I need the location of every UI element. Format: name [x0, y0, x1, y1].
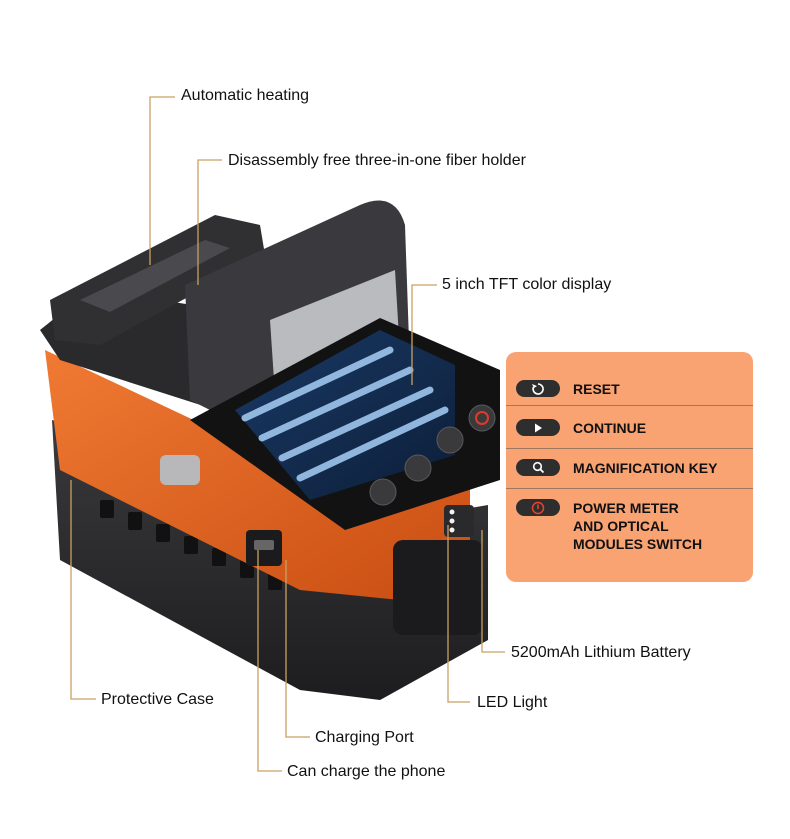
orange-housing — [45, 350, 470, 600]
legend-label-magnification: MAGNIFICATION KEY — [573, 460, 718, 476]
callout-led-light: LED Light — [477, 694, 548, 711]
hinge — [160, 455, 200, 485]
callout-fiber-holder: Disassembly free three-in-one fiber hold… — [228, 152, 526, 169]
search-icon — [516, 459, 560, 476]
reset-icon — [516, 380, 560, 397]
led-light — [444, 505, 474, 537]
legend-divider — [506, 448, 753, 449]
leader-lines — [70, 96, 505, 772]
power-icon — [516, 499, 560, 516]
legend-label-reset: RESET — [573, 381, 620, 397]
legend-divider — [506, 405, 753, 406]
legend-row-magnification: MAGNIFICATION KEY — [516, 459, 753, 477]
power-label-line: POWER METER — [573, 500, 679, 516]
callout-battery: 5200mAh Lithium Battery — [511, 644, 691, 661]
leader-automatic-heating — [149, 96, 175, 265]
legend-divider — [506, 488, 753, 489]
battery-door — [393, 540, 483, 635]
screen-fiber-lines — [241, 346, 449, 482]
callout-charging-port: Charging Port — [315, 729, 414, 746]
legend-row-power: POWER METER AND OPTICAL MODULES SWITCH — [516, 499, 753, 553]
leader-charge-phone — [257, 550, 282, 772]
leader-battery — [481, 530, 505, 653]
leader-fiber-holder — [197, 159, 222, 285]
leader-display — [411, 284, 437, 385]
display-assembly — [190, 318, 500, 530]
callout-display: 5 inch TFT color display — [442, 276, 612, 293]
legend-row-reset: RESET — [516, 380, 753, 398]
legend-label-continue: CONTINUE — [573, 420, 647, 436]
screen-buttons — [369, 404, 496, 506]
leader-led-light — [447, 525, 470, 703]
play-icon — [516, 419, 560, 436]
power-label-line: AND OPTICAL — [573, 518, 669, 534]
callout-automatic-heating: Automatic heating — [181, 87, 310, 104]
callout-protective-case: Protective Case — [101, 691, 214, 708]
leader-protective-case — [70, 480, 96, 700]
power-label-line: MODULES SWITCH — [573, 536, 703, 552]
legend-row-continue: CONTINUE — [516, 419, 753, 437]
leader-charging-port — [285, 560, 310, 738]
legend-label-power: POWER METER AND OPTICAL MODULES SWITCH — [573, 499, 702, 553]
callout-charge-phone: Can charge the phone — [287, 763, 446, 780]
